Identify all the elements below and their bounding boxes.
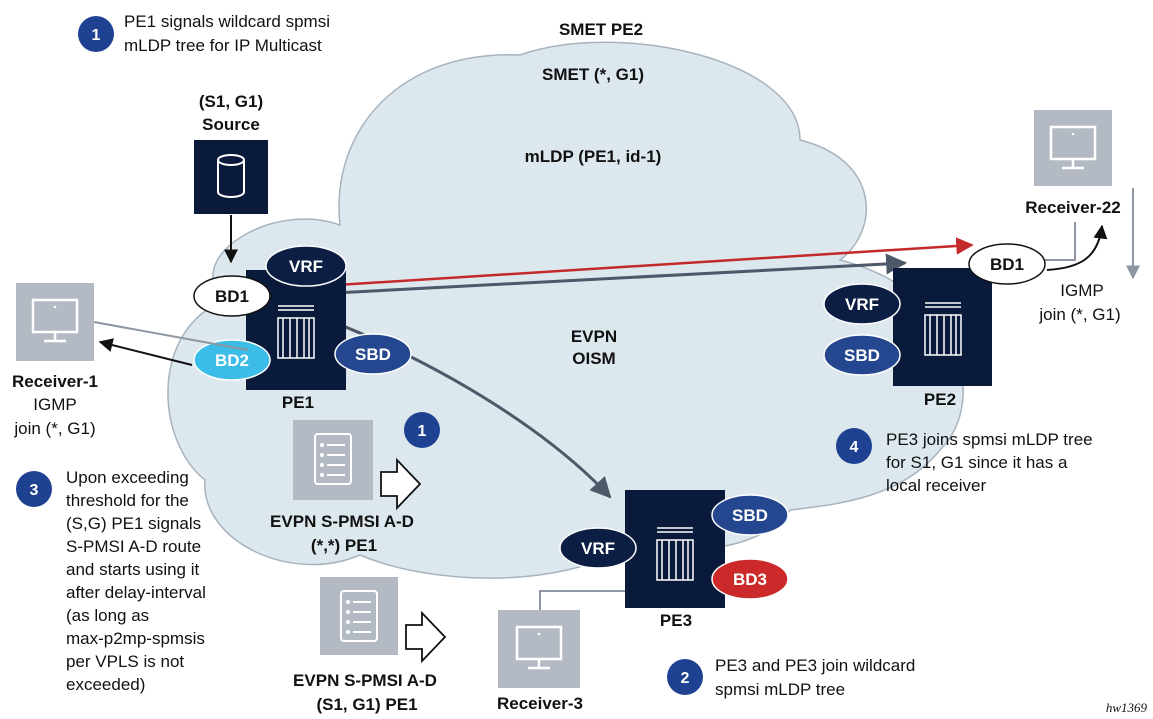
receiver-1-join: join (*, G1)	[13, 419, 95, 438]
step-4-badge: 4	[836, 428, 872, 464]
pe3-sbd-badge: SBD	[711, 494, 789, 536]
step-1-line-1: PE1 signals wildcard spmsi	[124, 12, 330, 31]
pe3-bd3-label: BD3	[733, 570, 767, 589]
pe3-bd3-badge: BD3	[711, 558, 789, 600]
pe2-sbd-label: SBD	[844, 346, 880, 365]
mldp-label: mLDP (PE1, id-1)	[525, 147, 662, 166]
pe3-label: PE3	[660, 611, 692, 630]
receiver-22-label: Receiver-22	[1025, 198, 1120, 217]
pe1-sbd-badge: SBD	[334, 333, 412, 375]
pe1-to-receiver22-red-arrow	[257, 237, 974, 292]
step-2-line-2: spmsi mLDP tree	[715, 680, 845, 699]
bd1-to-receiver-22-arrow	[1046, 224, 1108, 271]
step-3-number: 3	[30, 482, 39, 499]
pe3-router	[625, 490, 725, 608]
receiver-1-terminal	[16, 283, 94, 361]
document-list-icon	[320, 577, 398, 655]
step-3-line-2: threshold for the	[66, 491, 189, 510]
database-icon	[194, 140, 268, 214]
pe2-sbd-badge: SBD	[823, 334, 901, 376]
step-3-line-6: after delay-interval	[66, 583, 206, 602]
receiver-22-igmp: IGMP	[1060, 281, 1103, 300]
pe2-vrf-badge: VRF	[823, 283, 901, 325]
evpn-label: EVPN	[571, 327, 617, 346]
step-4-line-2: for S1, G1 since it has a	[886, 453, 1068, 472]
step-4-line-3: local receiver	[886, 476, 986, 495]
pe3-sbd-label: SBD	[732, 506, 768, 525]
step-3-line-3: (S,G) PE1 signals	[66, 514, 201, 533]
pe2-router	[893, 268, 992, 386]
route-2-line1: EVPN S-PMSI A-D	[293, 671, 437, 690]
smet-label: SMET (*, G1)	[542, 65, 644, 84]
outline-arrow-icon	[380, 457, 422, 511]
route-1-line2: (*,*) PE1	[311, 536, 377, 555]
source-label: Source	[202, 115, 260, 134]
receiver-22-join: join (*, G1)	[1038, 305, 1120, 324]
step-3-line-1: Upon exceeding	[66, 468, 189, 487]
oism-label: OISM	[572, 349, 615, 368]
receiver-1-link	[93, 321, 249, 351]
receiver-3-terminal	[498, 610, 580, 688]
step-2-line-1: PE3 and PE3 join wildcard	[715, 656, 915, 675]
pe1-bd1-badge: BD1	[193, 275, 271, 317]
receiver-1-igmp: IGMP	[33, 395, 76, 414]
step-1-number: 1	[92, 27, 101, 44]
source-sg-label: (S1, G1)	[199, 92, 263, 111]
step-3-line-9: per VPLS is not	[66, 652, 184, 671]
pe1-vrf-label: VRF	[289, 257, 323, 276]
pe2-vrf-label: VRF	[845, 295, 879, 314]
step-3-line-8: max-p2mp-spmsis	[66, 629, 205, 648]
pe1-label: PE1	[282, 393, 314, 412]
receiver-3-link	[539, 590, 625, 612]
step-1b-number: 1	[418, 423, 427, 440]
pe2-bd1-label: BD1	[990, 255, 1024, 274]
pe3-vrf-label: VRF	[581, 539, 615, 558]
receiver-1-label: Receiver-1	[12, 372, 98, 391]
document-list-icon	[293, 420, 373, 500]
step-3-line-10: exceeded)	[66, 675, 145, 694]
receiver-22-terminal	[1034, 110, 1112, 186]
route-2-line2: (S1, G1) PE1	[316, 695, 417, 714]
step-3-line-5: and starts using it	[66, 560, 200, 579]
route-1-line1: EVPN S-PMSI A-D	[270, 512, 414, 531]
step-1-line-2: mLDP tree for IP Multicast	[124, 36, 322, 55]
step-3-badge: 3	[16, 471, 52, 507]
pe1-bd2-label: BD2	[215, 351, 249, 370]
pe1-bd2-badge: BD2	[193, 339, 271, 381]
pe2-bd1-badge: BD1	[968, 243, 1046, 285]
step-4-number: 4	[850, 439, 859, 456]
pe3-vrf-badge: VRF	[559, 527, 637, 569]
pe2-label: PE2	[924, 390, 956, 409]
receiver-3-label: Receiver-3	[497, 694, 583, 713]
bd2-to-receiver-1-arrow	[98, 338, 193, 366]
step-2-number: 2	[681, 670, 690, 687]
outline-arrow-icon	[405, 610, 447, 664]
step-2-badge: 2	[667, 659, 703, 695]
pe1-to-pe2-tree-arrow	[257, 253, 908, 299]
receiver-22-link	[1045, 222, 1076, 261]
pe1-bd1-label: BD1	[215, 287, 249, 306]
step-3-line-4: S-PMSI A-D route	[66, 537, 201, 556]
pe1-vrf-badge: VRF	[265, 245, 347, 287]
step-4-line-1: PE3 joins spmsi mLDP tree	[886, 430, 1093, 449]
step-1b-badge: 1	[404, 412, 440, 448]
pe1-sbd-label: SBD	[355, 345, 391, 364]
figure-tag: hw1369	[1106, 700, 1148, 715]
step-3-line-7: (as long as	[66, 606, 149, 625]
step-1-badge: 1	[78, 16, 114, 52]
cloud-title: SMET PE2	[559, 20, 643, 39]
